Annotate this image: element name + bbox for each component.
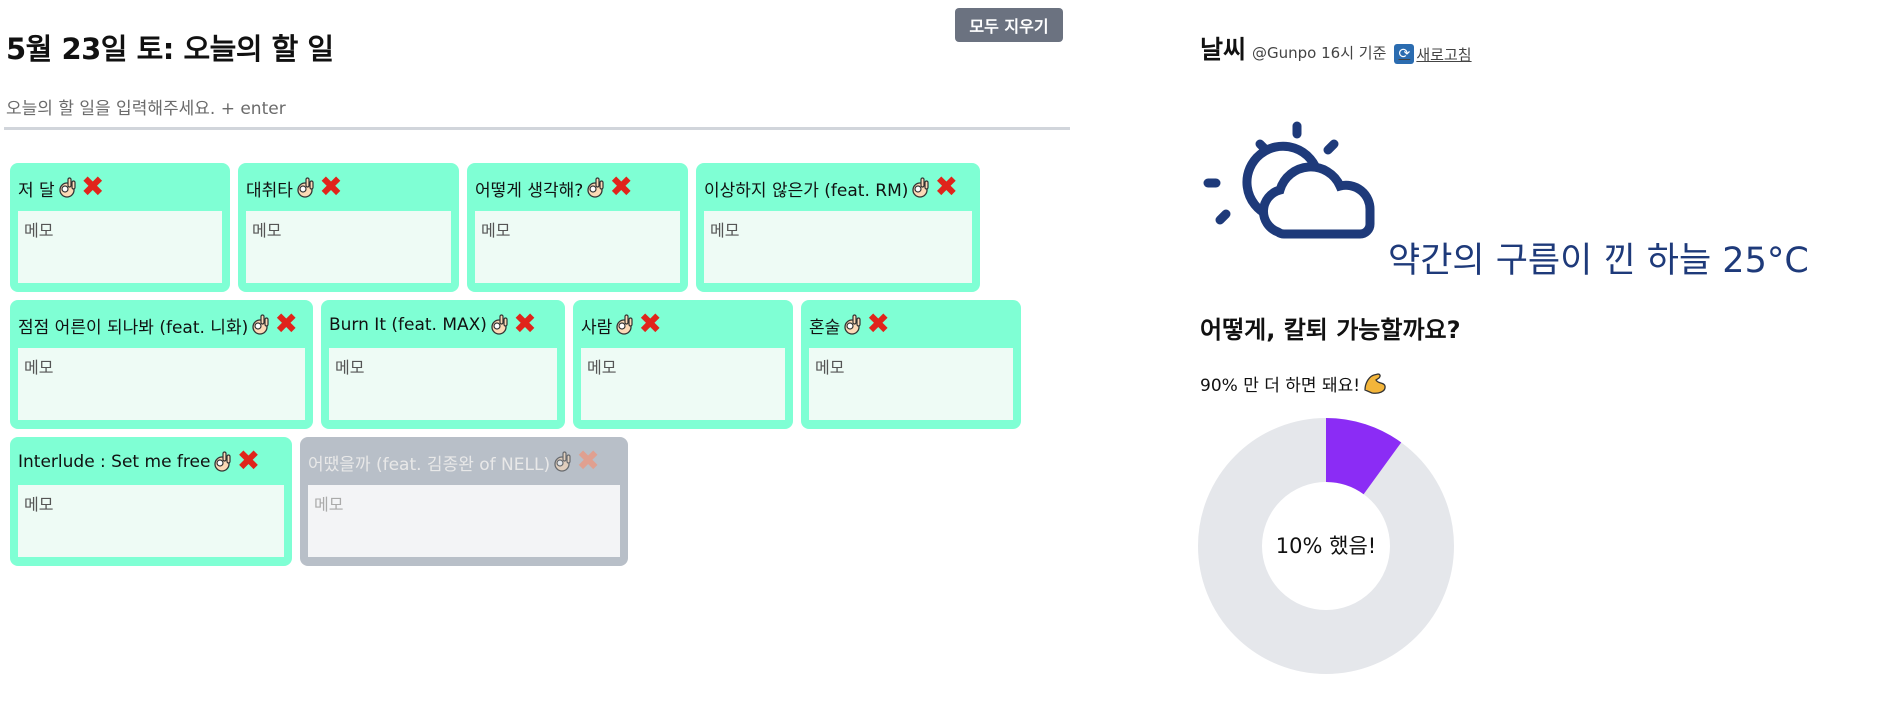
ok-hand-icon[interactable] (489, 313, 509, 337)
calorie-title: 어떻게, 칼퇴 가능할까요? (1200, 316, 1461, 344)
delete-icon[interactable]: ✖ (80, 170, 105, 203)
todo-title: Interlude : Set me free (18, 452, 211, 472)
ok-hand-icon[interactable] (57, 176, 77, 200)
delete-icon[interactable]: ✖ (513, 307, 537, 340)
ok-hand-icon[interactable] (910, 176, 930, 200)
todo-card: 사람 ✖ (573, 300, 793, 429)
todo-card: 대취타 ✖ (238, 163, 459, 292)
delete-icon[interactable]: ✖ (609, 170, 634, 203)
todo-card: 점점 어른이 되나봐 (feat. 니화) ✖ (10, 300, 313, 429)
progress-text: 90% 만 더 하면 돼요! (1200, 370, 1388, 396)
ok-hand-icon[interactable] (842, 313, 862, 337)
todo-title: 저 달 (18, 180, 55, 201)
clear-all-button[interactable]: 모두 지우기 (955, 8, 1063, 42)
memo-field[interactable] (18, 211, 222, 283)
delete-icon[interactable]: ✖ (934, 170, 959, 203)
weather-panel: 날씨 @Gunpo 16시 기준 ⟳ 새로고침 약간의 구름이 낀 하늘 25°… (1198, 0, 1888, 714)
todo-row: Interlude : Set me free ✖ 어땠을까 (feat. 김종… (10, 437, 628, 566)
memo-field[interactable] (581, 348, 785, 420)
todo-input[interactable] (4, 90, 1070, 130)
memo-field[interactable] (329, 348, 557, 420)
remaining-text: 90% 만 더 하면 돼요! (1200, 375, 1361, 396)
refresh-link[interactable]: ⟳ 새로고침 (1394, 44, 1472, 65)
ok-hand-icon[interactable] (614, 313, 634, 337)
todo-row: 저 달 ✖ 대취타 ✖ 어떻게 생각해? ✖ 이상하지 않은가 (10, 163, 980, 292)
page-title: 5월 23일 토: 오늘의 할 일 (6, 32, 334, 66)
todo-card: 저 달 ✖ (10, 163, 230, 292)
delete-icon[interactable]: ✖ (866, 307, 891, 340)
delete-icon[interactable]: ✖ (576, 444, 600, 477)
todo-title: 어떻게 생각해? (475, 180, 584, 201)
memo-field[interactable] (704, 211, 972, 283)
weather-header: 날씨 @Gunpo 16시 기준 ⟳ 새로고침 (1200, 30, 1472, 66)
todo-card-done: 어땠을까 (feat. 김종완 of NELL) ✖ (300, 437, 628, 566)
memo-field[interactable] (475, 211, 680, 283)
delete-icon[interactable]: ✖ (274, 307, 298, 340)
todo-card: Interlude : Set me free ✖ (10, 437, 292, 566)
todo-panel: 5월 23일 토: 오늘의 할 일 모두 지우기 저 달 ✖ 대취타 ✖ 어떻게… (4, 8, 1070, 566)
weather-meta: @Gunpo 16시 기준 (1252, 44, 1387, 62)
todo-title: 사람 (581, 317, 613, 338)
todo-title: 혼술 (809, 317, 841, 338)
ok-hand-icon[interactable] (552, 450, 572, 474)
memo-field[interactable] (18, 348, 305, 420)
weather-title: 날씨 (1200, 35, 1247, 64)
todo-title: 이상하지 않은가 (feat. RM) (704, 180, 909, 201)
refresh-icon: ⟳ (1394, 44, 1415, 64)
delete-icon[interactable]: ✖ (236, 444, 261, 477)
delete-icon[interactable]: ✖ (638, 307, 663, 340)
ok-hand-icon[interactable] (295, 176, 315, 200)
memo-field[interactable] (18, 485, 284, 557)
delete-icon[interactable]: ✖ (319, 170, 343, 203)
ok-hand-icon[interactable] (250, 313, 270, 337)
donut-center-label: 10% 했음! (1275, 534, 1377, 558)
todo-title: Burn It (feat. MAX) (329, 315, 487, 335)
ok-hand-icon[interactable] (212, 450, 232, 474)
todo-card: 이상하지 않은가 (feat. RM) ✖ (696, 163, 980, 292)
refresh-label: 새로고침 (1416, 45, 1472, 64)
flexed-biceps-icon (1364, 373, 1386, 394)
todo-card: 어떻게 생각해? ✖ (467, 163, 688, 292)
partly-cloudy-icon (1203, 121, 1375, 239)
ok-hand-icon[interactable] (585, 176, 605, 200)
todo-title: 점점 어른이 되나봐 (feat. 니화) (18, 317, 249, 338)
todo-row: 점점 어른이 되나봐 (feat. 니화) ✖ Burn It (feat. M… (10, 300, 1021, 429)
todo-title: 대취타 (246, 180, 293, 201)
todo-card: 혼술 ✖ (801, 300, 1021, 429)
weather-description: 약간의 구름이 낀 하늘 25°C (1388, 241, 1809, 281)
progress-donut-chart (1198, 418, 1454, 674)
memo-field[interactable] (809, 348, 1013, 420)
todo-card: Burn It (feat. MAX) ✖ (321, 300, 565, 429)
memo-field[interactable] (308, 485, 620, 557)
donut-done-segment (1324, 418, 1402, 495)
memo-field[interactable] (246, 211, 451, 283)
todo-title: 어땠을까 (feat. 김종완 of NELL) (308, 454, 551, 475)
